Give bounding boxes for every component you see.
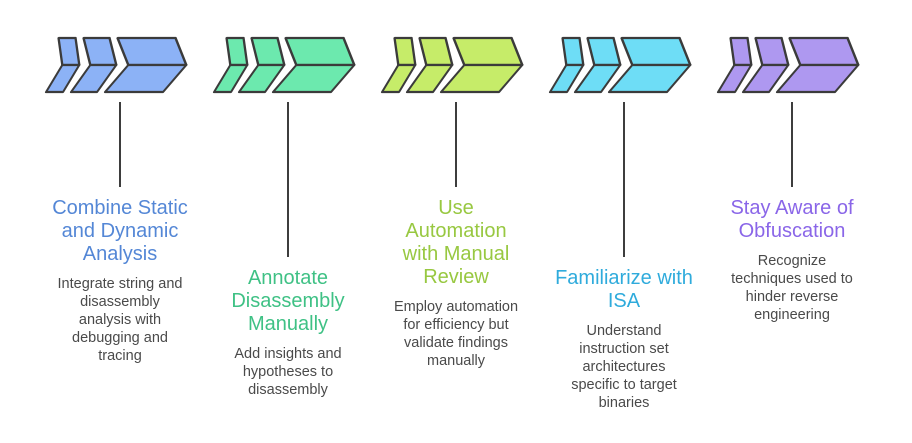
step-description: Integrate string and disassembly analysi… [57,276,183,364]
triple-chevron-right-icon [44,36,188,94]
connector-line [623,102,625,257]
step-description: Add insights and hypotheses to disassemb… [234,346,342,398]
step-annotate-disassembly: Annotate Disassembly Manually Add insigh… [204,36,372,412]
step-description: Understand instruction set architectures… [571,323,677,411]
connector-line [455,102,457,187]
triple-chevron-right-icon [716,36,860,94]
step-title: Use Automation with Manual Review [402,197,510,288]
connector-line [119,102,121,187]
step-combine-static-dynamic: Combine Static and Dynamic Analysis Inte… [36,36,204,412]
steps-row: Combine Static and Dynamic Analysis Inte… [36,36,876,412]
step-title: Combine Static and Dynamic Analysis [52,197,188,265]
step-title: Familiarize with ISA [555,267,693,312]
step-description: Recognize techniques used to hinder reve… [731,253,853,323]
step-use-automation: Use Automation with Manual Review Employ… [372,36,540,412]
step-title: Stay Aware of Obfuscation [730,197,854,242]
triple-chevron-right-icon [548,36,692,94]
step-description: Employ automation for efficiency but val… [393,299,519,369]
step-title: Annotate Disassembly Manually [231,267,345,335]
step-stay-aware-obfuscation: Stay Aware of Obfuscation Recognize tech… [708,36,876,412]
connector-line [791,102,793,187]
connector-line [287,102,289,257]
triple-chevron-right-icon [380,36,524,94]
triple-chevron-right-icon [212,36,356,94]
step-familiarize-isa: Familiarize with ISA Understand instruct… [540,36,708,412]
